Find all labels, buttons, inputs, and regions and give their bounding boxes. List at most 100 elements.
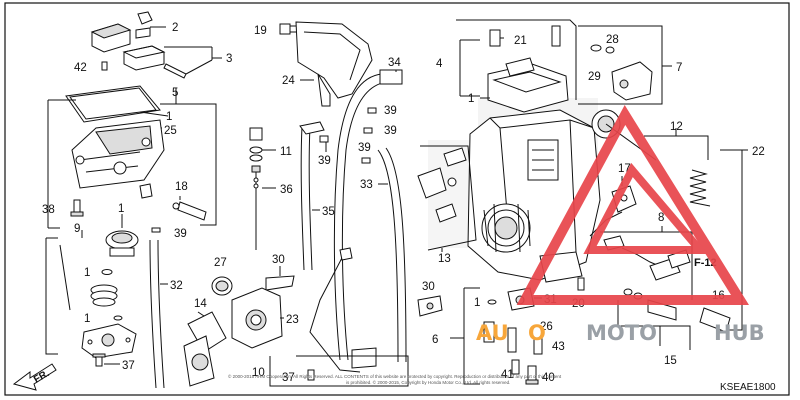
part-jet-needle-holder[interactable] (249, 127, 263, 173)
watermark-logo (516, 105, 749, 305)
callout-39-mid[interactable]: 39 (318, 155, 331, 167)
callout-39-small[interactable]: 39 (358, 142, 371, 154)
part-clip-39-r2[interactable] (363, 127, 373, 134)
callout-9[interactable]: 9 (74, 223, 80, 235)
callout-39-lower[interactable]: 39 (384, 125, 397, 137)
callout-34[interactable]: 34 (388, 57, 401, 69)
callout-41[interactable]: 41 (501, 369, 514, 381)
callout-2[interactable]: 2 (172, 22, 178, 34)
part-small-screw-42[interactable] (101, 61, 108, 71)
part-accelerator-pump-base[interactable] (81, 323, 137, 359)
callout-28[interactable]: 28 (606, 34, 619, 46)
callout-18[interactable]: 18 (175, 181, 188, 193)
callout-4[interactable]: 4 (436, 58, 443, 70)
callout-15[interactable]: 15 (664, 355, 677, 367)
watermark-text-au: AU (476, 321, 509, 345)
part-screw-20[interactable] (577, 277, 585, 291)
callout-19[interactable]: 19 (254, 25, 267, 37)
diagram-frame (4, 2, 790, 396)
callout-12[interactable]: 12 (670, 121, 683, 133)
callout-40[interactable]: 40 (542, 372, 555, 384)
callout-23[interactable]: 23 (286, 314, 299, 326)
part-o-ring-lower[interactable] (113, 315, 123, 321)
callout-27[interactable]: 27 (214, 257, 227, 269)
part-clip-39-mid[interactable] (319, 135, 329, 143)
part-carburetor-body[interactable] (467, 109, 601, 283)
part-diaphragm-spring[interactable] (90, 284, 118, 307)
callout-35[interactable]: 35 (322, 206, 335, 218)
callout-21[interactable]: 21 (514, 35, 527, 47)
callout-26[interactable]: 26 (540, 321, 553, 333)
part-throttle-lever-10[interactable] (309, 247, 377, 373)
callout-37-right[interactable]: 37 (282, 372, 295, 384)
part-pilot-screw-18[interactable] (172, 201, 207, 221)
callout-37-left[interactable]: 37 (122, 360, 135, 372)
part-gasket-14[interactable] (183, 311, 227, 387)
callout-39-left[interactable]: 39 (174, 228, 187, 240)
callout-13[interactable]: 13 (438, 253, 451, 265)
part-insulator-23[interactable] (231, 287, 283, 349)
callout-1-jet[interactable]: 1 (474, 297, 480, 309)
part-accelerator-pump-cover[interactable] (105, 230, 139, 257)
callout-33[interactable]: 33 (360, 179, 373, 191)
callout-43[interactable]: 43 (552, 341, 565, 353)
part-spring-12[interactable] (689, 169, 711, 207)
part-hot-start-valve-8[interactable] (603, 235, 691, 281)
part-clip-39-r1[interactable] (367, 107, 377, 114)
copyright-line-2: is prohibited. © 2000-2015, Copyright by… (346, 379, 510, 385)
part-jet-40[interactable] (525, 365, 539, 385)
callout-30-left[interactable]: 30 (272, 254, 285, 266)
callout-3[interactable]: 3 (226, 53, 232, 65)
part-linkage-13[interactable] (417, 145, 477, 251)
part-jet-41[interactable] (511, 359, 520, 375)
part-clip-39-r3[interactable] (361, 157, 371, 164)
part-o-ring-6[interactable] (487, 299, 497, 305)
callout-10[interactable]: 10 (252, 367, 265, 379)
callout-30-center[interactable]: 30 (422, 281, 435, 293)
part-float-chamber-gasket[interactable] (65, 85, 161, 123)
part-top-cover-4[interactable] (487, 25, 569, 113)
callout-8[interactable]: 8 (658, 212, 664, 224)
part-washer-28[interactable] (590, 44, 615, 54)
part-screw-37-right[interactable] (307, 369, 315, 381)
part-plate-30-left[interactable] (265, 275, 295, 291)
callout-1-cover[interactable]: 1 (468, 93, 474, 105)
callout-1-lower[interactable]: 1 (84, 313, 90, 325)
part-main-jet-26[interactable] (483, 321, 517, 353)
callout-38[interactable]: 38 (42, 204, 55, 216)
part-hose-32[interactable] (149, 239, 165, 389)
callout-25[interactable]: 25 (164, 125, 177, 137)
part-plate-30-center[interactable] (417, 295, 443, 317)
callout-7[interactable]: 7 (676, 62, 682, 74)
part-o-ring-1[interactable] (101, 269, 113, 275)
part-throttle-cover-24[interactable] (295, 21, 373, 107)
part-jet-needle-36[interactable] (253, 172, 259, 250)
part-hose-clip-39[interactable] (151, 227, 161, 233)
callout-39-upper[interactable]: 39 (384, 105, 397, 117)
part-washer-27[interactable] (211, 276, 233, 296)
callout-14[interactable]: 14 (194, 298, 207, 310)
part-drain-bolt-38[interactable] (70, 199, 84, 217)
part-float-chamber[interactable] (71, 119, 165, 199)
part-hose-35[interactable] (299, 121, 325, 271)
callout-5[interactable]: 5 (172, 87, 178, 99)
part-jet-43[interactable] (533, 337, 543, 355)
callout-1-top[interactable]: 1 (166, 111, 172, 123)
callout-29[interactable]: 29 (588, 71, 601, 83)
part-screw-37-left[interactable] (92, 353, 106, 367)
watermark-triangle-outer (516, 105, 749, 305)
callout-1-mid[interactable]: 1 (118, 203, 124, 215)
callout-42[interactable]: 42 (74, 62, 87, 74)
callout-6[interactable]: 6 (432, 334, 438, 346)
callout-11[interactable]: 11 (280, 146, 292, 158)
callout-22-label[interactable]: 22 (752, 146, 765, 158)
part-link-lever-7[interactable] (611, 61, 653, 101)
part-top-cap[interactable] (90, 11, 187, 79)
callout-24[interactable]: 24 (282, 75, 295, 87)
part-hose-34[interactable] (333, 69, 403, 361)
part-hose-33[interactable] (377, 147, 407, 363)
callout-1-oring[interactable]: 1 (84, 267, 90, 279)
callout-32[interactable]: 32 (170, 280, 183, 292)
callout-36[interactable]: 36 (280, 184, 293, 196)
